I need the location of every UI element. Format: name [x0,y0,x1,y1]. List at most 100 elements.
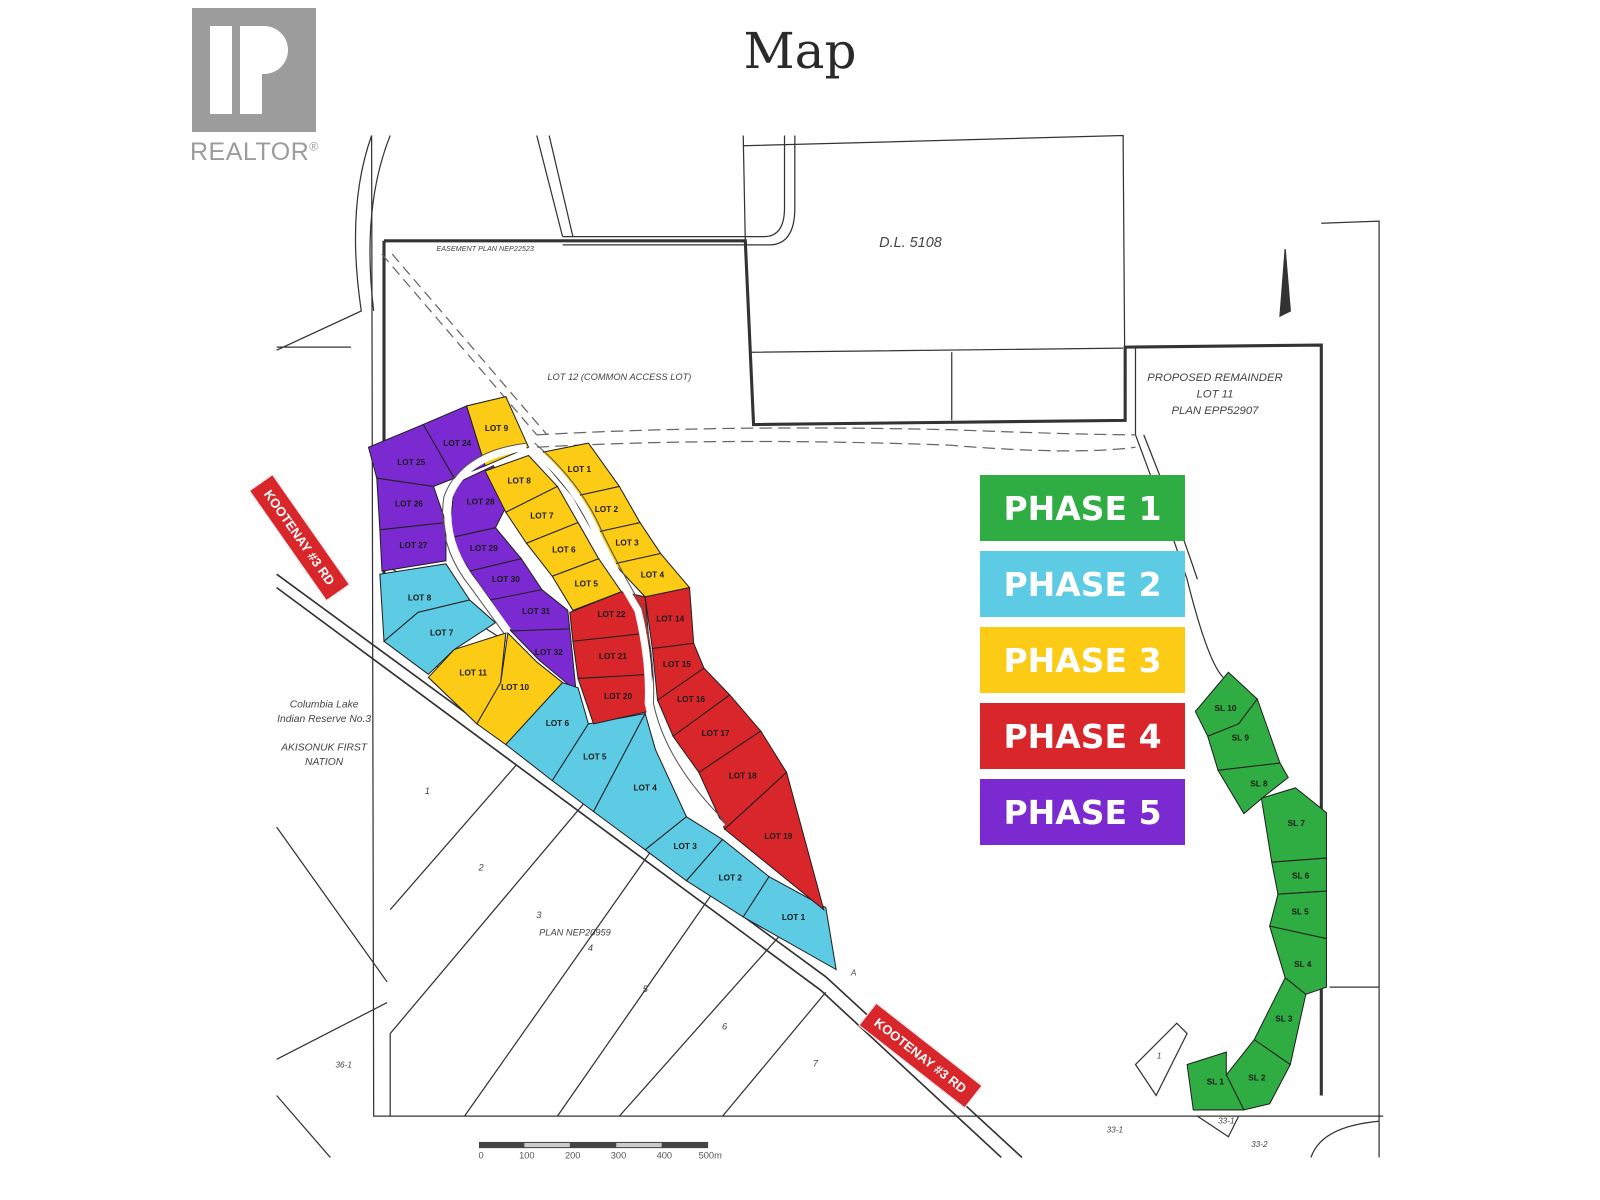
lot-label: LOT 4 [641,571,665,580]
lot-parcel: SL 2 [1225,1039,1291,1111]
lot-label: LOT 25 [397,458,425,467]
legend-item-phase-3: PHASE 3 [980,627,1185,693]
lot-label: LOT 6 [546,719,570,728]
lot-parcel: SL 7 [1260,787,1327,863]
lot-label: LOT 3 [673,842,697,851]
lot-label: SL 9 [1232,734,1250,743]
lot-label: LOT 17 [702,729,730,738]
lot-parcel: LOT 4 [592,712,688,851]
lot-label: LOT 15 [663,660,691,669]
remainder-label-1: PROPOSED REMAINDER [1147,372,1283,384]
lot-label: LOT 10 [501,683,529,692]
page-title: Map [743,22,857,80]
parcel-5: 5 [643,984,649,994]
map-annotations: EASEMENT PLAN NEP22523 LOT 12 (COMMON AC… [277,235,1283,1149]
lot-shape [742,875,837,971]
lot-label: SL 6 [1292,872,1310,881]
misc-label: A [850,969,857,978]
lot-shape [1207,698,1281,771]
misc-label: 36-1 [335,1061,352,1070]
dl-label: D.L. 5108 [879,235,942,251]
lot-shape [379,522,447,572]
lot-shape [1268,925,1327,995]
lot-parcel: LOT 7 [383,599,497,675]
lot-label: LOT 4 [633,783,657,792]
parcel-2: 2 [477,862,484,872]
lot-shape [1217,762,1289,815]
lot-label: LOT 7 [530,511,554,520]
parcel-7: 7 [813,1059,819,1069]
lot-label: LOT 27 [399,541,427,550]
reserve-label-3: AKISONUK FIRST [280,743,368,754]
realtor-logo [192,8,316,132]
lot-label: SL 5 [1291,908,1309,917]
reserve-label-2: Indian Reserve No.3 [277,714,371,725]
lot-parcel: LOT 22 [569,591,649,642]
lot-shape [1225,1039,1291,1111]
lot-shape [1186,1051,1245,1111]
easement-label: EASEMENT PLAN NEP22523 [436,244,534,253]
lot-parcel: SL 9 [1207,698,1281,771]
legend-item-phase-2: PHASE 2 [980,551,1185,617]
scale-tick-label: 400 [657,1150,673,1160]
lot-parcel: SL 8 [1217,762,1289,815]
scale-tick-label: 300 [611,1150,627,1160]
scale-tick-label: 200 [565,1150,581,1160]
lot-parcel: SL 6 [1271,857,1327,895]
internal-roads [444,443,726,830]
lot-label: LOT 8 [508,476,532,485]
scale-tick-label: 100 [519,1150,535,1160]
scale-tick-label: 0 [478,1150,483,1160]
parcel-1: 1 [425,786,430,796]
lot-label: LOT 7 [430,629,454,638]
lot12-label: LOT 12 (COMMON ACCESS LOT) [547,372,691,382]
lot-label: LOT 6 [552,545,576,554]
parcel-4: 4 [588,943,593,953]
remainder-label-3: PLAN EPP52907 [1171,405,1259,417]
lot-parcel: LOT 25 [367,423,455,487]
remainder-label-2: LOT 11 [1196,389,1233,401]
lot-label: SL 4 [1294,960,1312,969]
parcel-linework [276,134,1384,1159]
lot-label: LOT 24 [443,439,471,448]
lot-label: LOT 18 [729,771,757,780]
misc-label: 33-1 [1107,1126,1124,1135]
lot-label: LOT 2 [719,874,743,883]
lot-parcel: SL 1 [1186,1051,1245,1111]
misc-label: 1 [1157,1051,1162,1060]
lot-label: LOT 31 [522,607,550,616]
reserve-label-1: Columbia Lake [290,699,359,710]
lot-label: LOT 1 [782,913,806,922]
misc-label: 33-1 [1218,1116,1235,1125]
lot-label: LOT 9 [485,424,509,433]
lot-shape [1260,787,1327,863]
lot-label: SL 1 [1207,1077,1225,1086]
lot-label: LOT 28 [467,498,495,507]
lot-shape [723,771,825,912]
plan-south-label: PLAN NEP20959 [539,927,611,937]
legend-item-phase-1: PHASE 1 [980,475,1185,541]
lot-label: LOT 1 [568,465,592,474]
lot-parcel: LOT 1 [742,875,837,971]
lot-label: LOT 11 [459,668,487,677]
lot-label: LOT 3 [615,538,639,547]
lot-shape [367,423,455,487]
misc-label: 33-2 [1251,1140,1268,1149]
realtor-logo-text: REALTOR® [190,138,319,166]
lot-label: LOT 5 [575,579,599,588]
lot-label: SL 2 [1248,1074,1266,1083]
lot-label: SL 3 [1275,1014,1293,1023]
scale-tick-label: 500m [699,1150,722,1160]
legend-item-phase-5: PHASE 5 [980,779,1185,845]
lot-label: LOT 8 [408,594,432,603]
lot-parcel: LOT 27 [379,522,447,572]
lot-label: LOT 14 [656,614,684,623]
lot-label: LOT 21 [599,652,627,661]
lot-label: LOT 5 [583,753,607,762]
road-edges [442,442,728,824]
lot-parcel: LOT 14 [644,586,695,650]
scale-bar: 0 100 200 300 400 500m [478,1141,722,1160]
lot-label: SL 10 [1215,704,1237,713]
